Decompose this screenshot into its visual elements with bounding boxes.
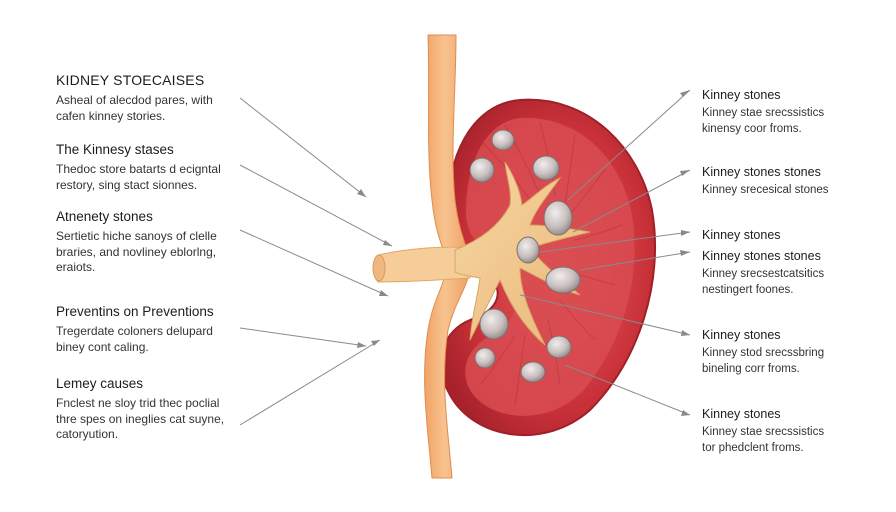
label-desc-line: Kinney stae srecssistics: [702, 107, 825, 119]
arrowheads-right: [680, 90, 690, 416]
label-desc-line: biney cont caling.: [56, 339, 149, 354]
label-title: Preventins on Preventions: [56, 304, 214, 319]
label-left-1: KIDNEY STOECAISES Asheal of alecdod pare…: [56, 72, 246, 124]
leader-lines-left: [239, 97, 393, 426]
kidney-stone: [546, 335, 572, 359]
kidney-medulla: [465, 117, 635, 416]
kidney-stone: [545, 266, 581, 294]
label-desc-line: Kinney srecsestcatsitics: [702, 268, 825, 280]
label-desc-line: braries, and novliney eblorlng,: [56, 244, 217, 259]
kidney-stone: [516, 236, 540, 264]
label-title: Kinney stones: [702, 328, 781, 342]
leader-lines-right: [519, 89, 691, 416]
label-left-2: The Kinnesy stases Thedoc store batarts …: [56, 141, 246, 193]
kidney-stone: [532, 155, 560, 181]
arrowheads-left: [357, 189, 392, 348]
label-desc-line: tor phedclent froms.: [702, 441, 804, 454]
kidney-stone: [479, 308, 509, 340]
label-right-2: Kinney stones stones Kinney srecesical s…: [702, 164, 882, 199]
label-desc-line: Kinney stod srecssbring: [702, 347, 825, 359]
label-right-6: Kinney stones Kinney stae srecssistics t…: [702, 406, 882, 456]
kidney-stone: [491, 129, 515, 151]
label-desc-line: catoryution.: [56, 427, 119, 441]
label-right-4: Kinney stones stones Kinney srecsestcats…: [702, 248, 882, 298]
label-desc-line: Asheal of alecdod pares, with: [56, 93, 213, 107]
label-desc-line: Kinney stae srecssistics: [702, 426, 825, 438]
label-title: Lemey causes: [56, 376, 144, 391]
label-desc-line: Thedoc store batarts d ecigntal: [56, 162, 221, 176]
kidney-stones: [469, 129, 581, 383]
label-left-4: Preventins on Preventions Tregerdate col…: [56, 303, 246, 355]
kidney-stone: [469, 157, 495, 183]
label-desc-line: Tregerdate coloners delupard: [56, 324, 213, 338]
kidney-stone: [474, 347, 496, 369]
label-right-3: Kinney stones: [702, 227, 882, 243]
label-title: Kinney stones stones: [702, 165, 821, 179]
label-desc-line: thre spes on ineglies cat suyne,: [56, 411, 225, 426]
label-right-1: Kinney stones Kinney stae srecssistics k…: [702, 87, 882, 137]
label-desc-line: Fnclest ne sloy trid thec poclial: [56, 396, 220, 410]
label-desc-line: kinensy coor froms.: [702, 122, 802, 135]
label-desc-line: bineling corr froms.: [702, 362, 800, 375]
label-desc-line: restory, sing stact sionnes.: [56, 177, 198, 192]
label-title: KIDNEY STOECAISES: [56, 72, 205, 88]
label-left-5: Lemey causes Fnclest ne sloy trid thec p…: [56, 375, 246, 443]
label-desc-line: eraiots.: [56, 260, 96, 274]
kidney-stone: [543, 200, 573, 236]
label-desc-line: cafen kinney stories.: [56, 108, 166, 123]
label-title: Kinney stones: [702, 228, 781, 242]
kidney-stone: [520, 361, 546, 383]
label-title: Kinney stones stones: [702, 249, 821, 263]
label-left-3: Atnenety stones Sertietic hiche sanoys o…: [56, 208, 246, 276]
label-desc-line: Kinney srecesical stones: [702, 184, 829, 196]
label-desc-line: Sertietic hiche sanoys of clelle: [56, 229, 217, 243]
label-title: The Kinnesy stases: [56, 142, 174, 157]
label-desc-line: nestingert foones.: [702, 283, 794, 296]
label-title: Kinney stones: [702, 88, 781, 102]
label-title: Kinney stones: [702, 407, 781, 421]
label-right-5: Kinney stones Kinney stod srecssbring bi…: [702, 327, 882, 377]
label-title: Atnenety stones: [56, 209, 153, 224]
